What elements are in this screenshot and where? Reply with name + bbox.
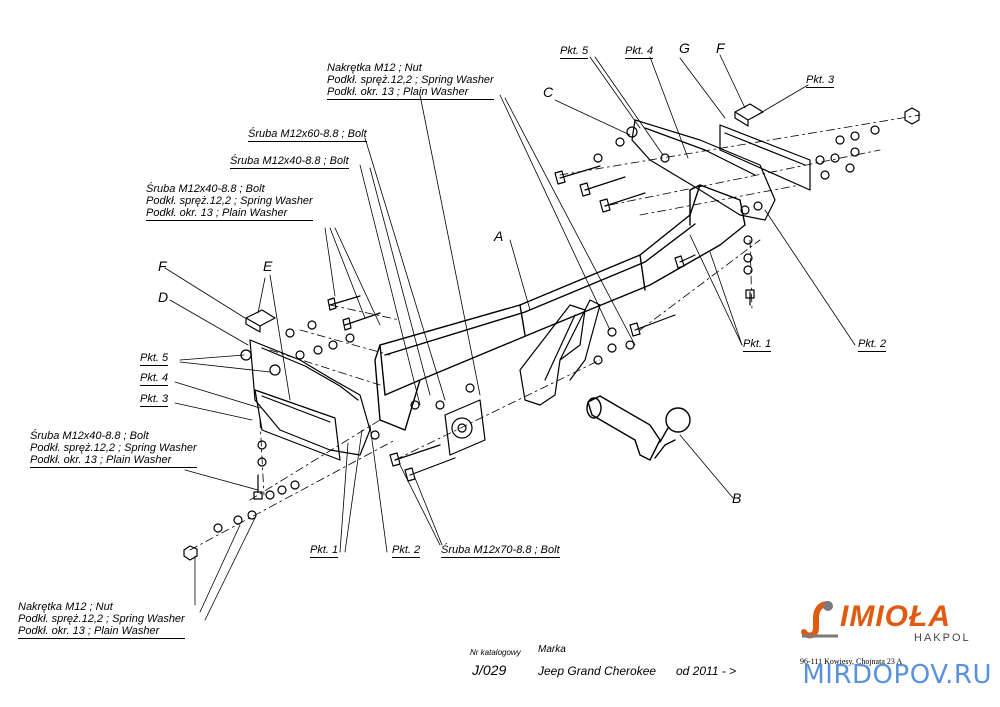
nut-group-top-line-2: Podkł. spręż.12,2 ; Spring Washer (327, 74, 494, 86)
bolts-right (554, 165, 755, 337)
pkt5-top-label: Pkt. 5 (560, 45, 589, 59)
pkt3-left-label: Pkt. 3 (140, 393, 169, 407)
brand-address: 96-111 Kowiesy, Chojnata 23 A (800, 657, 903, 666)
pkt5-left-label: Pkt. 5 (140, 352, 169, 366)
towball-b (586, 395, 691, 461)
pkt4-left-label: Pkt. 4 (140, 372, 169, 386)
pkt2-bottom-label: Pkt. 2 (392, 544, 421, 558)
bolt-group-lower-label: Śruba M12x40-8.8 ; Bolt Podkł. spręż.12,… (30, 430, 197, 468)
nut-group-bottom-line-1: Nakrętka M12 ; Nut (18, 601, 113, 613)
bolt-m12x60-label: Śruba M12x60-8.8 ; Bolt (248, 128, 367, 142)
left-bracket-e (249, 339, 371, 461)
watermark: MIRDOPOV.RU (802, 660, 992, 690)
catalog-number-caption: Nr katalogowy (470, 648, 521, 657)
pkt1-right-label: Pkt. 1 (743, 338, 772, 352)
nut-group-bottom-line-3: Podkł. okr. 13 ; Plain Washer (18, 625, 185, 639)
catalog-number: J/029 (472, 662, 507, 678)
plate-f-left (245, 309, 276, 333)
brand-sub: HAKPOL (914, 632, 971, 644)
bolts-left (253, 295, 456, 500)
part-letter-g: G (679, 40, 690, 56)
nut-group-top-label: Nakrętka M12 ; Nut Podkł. spręż.12,2 ; S… (327, 62, 494, 100)
brand-name: IMIOŁA (840, 600, 951, 633)
pkt2-right-label: Pkt. 2 (858, 338, 887, 352)
nut-group-top-line-1: Nakrętka M12 ; Nut (327, 62, 422, 74)
pkt1-bottom-label: Pkt. 1 (310, 544, 339, 558)
bolt-group-left-label: Śruba M12x40-8.8 ; Bolt Podkł. spręż.12,… (146, 183, 313, 221)
socket-plate (444, 399, 486, 456)
part-letter-c: C (543, 84, 554, 100)
nut-group-bottom-line-2: Podkł. spręż.12,2 ; Spring Washer (18, 613, 185, 625)
brand-caption: Marka (538, 644, 566, 655)
bolt-m12x70-label: Śruba M12x70-8.8 ; Bolt (441, 544, 560, 558)
pkt3-top-label: Pkt. 3 (806, 74, 835, 88)
vehicle-years: od 2011 - > (676, 664, 737, 678)
leader-lines (164, 54, 856, 621)
bolt-group-left-line-3: Podkł. okr. 13 ; Plain Washer (146, 207, 313, 221)
nut-group-bottom-label: Nakrętka M12 ; Nut Podkł. spręż.12,2 ; S… (18, 601, 185, 639)
right-bracket-g (631, 119, 811, 221)
part-letter-a: A (494, 228, 504, 244)
bolt-group-left-line-2: Podkł. spręż.12,2 ; Spring Washer (146, 195, 313, 207)
main-beam-a (374, 184, 746, 431)
bolt-group-lower-line-1: Śruba M12x40-8.8 ; Bolt (30, 430, 149, 442)
bolt-m12x40-top-label: Śruba M12x40-8.8 ; Bolt (230, 155, 349, 169)
part-letter-f-top: F (716, 40, 725, 56)
part-letter-d: D (158, 289, 169, 305)
part-letter-b: B (732, 490, 742, 506)
bolt-group-lower-line-2: Podkł. spręż.12,2 ; Spring Washer (30, 442, 197, 454)
assembly-axes (189, 114, 921, 551)
hook-icon (801, 601, 838, 639)
pkt4-top-label: Pkt. 4 (625, 45, 654, 59)
center-bracket (519, 299, 601, 406)
nut-group-top-line-3: Podkł. okr. 13 ; Plain Washer (327, 86, 494, 100)
brand-logo: IMIOŁA HAKPOL (798, 598, 988, 648)
vehicle-model: Jeep Grand Cherokee (538, 664, 657, 678)
bolt-group-lower-line-3: Podkł. okr. 13 ; Plain Washer (30, 454, 197, 468)
plate-f-right (734, 103, 764, 127)
part-letter-e: E (263, 258, 273, 274)
washers-nuts (183, 107, 920, 561)
bolt-group-left-line-1: Śruba M12x40-8.8 ; Bolt (146, 183, 265, 195)
part-letter-f-left: F (158, 258, 167, 274)
